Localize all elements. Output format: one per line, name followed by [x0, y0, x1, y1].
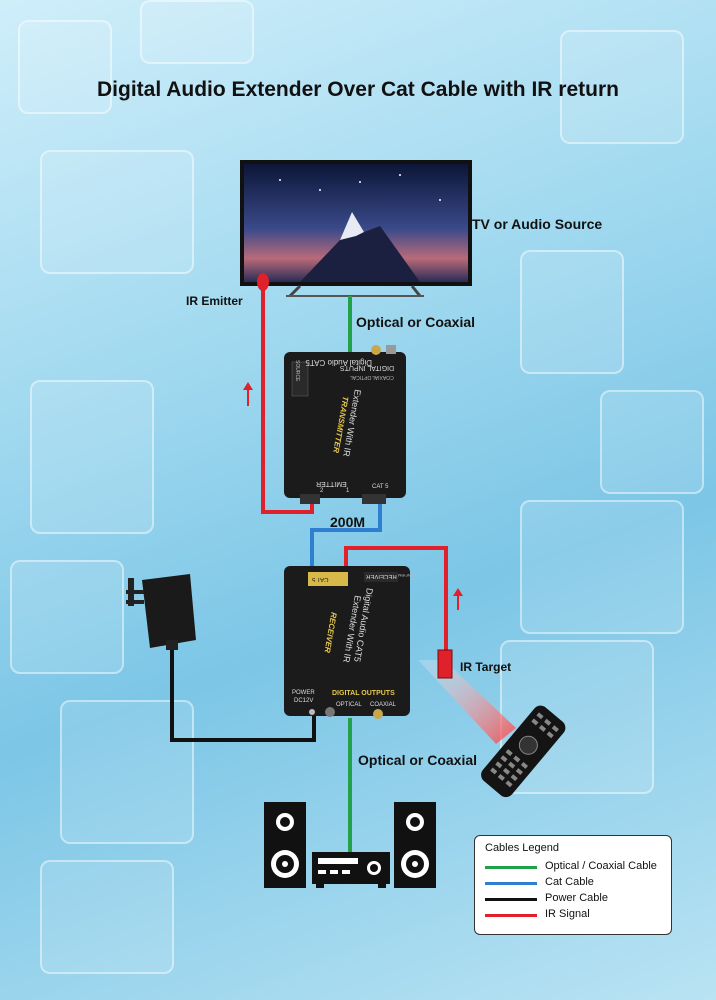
- legend-item-power: Power Cable: [485, 892, 665, 906]
- bg-tile: [500, 640, 654, 794]
- tx-port2-label: 2: [320, 488, 324, 494]
- ir-arrow-icon: [243, 382, 253, 406]
- rx-receiver-tag: RECEIVER: [366, 573, 397, 579]
- rx-cat5-label: CAT 5: [312, 576, 329, 582]
- ir-target-label: IR Target: [460, 660, 512, 674]
- bg-tile: [10, 560, 124, 674]
- tv-icon: [240, 160, 472, 298]
- page-title: Digital Audio Extender Over Cat Cable wi…: [97, 78, 619, 101]
- legend-item-ir: IR Signal: [485, 908, 665, 922]
- rx-coaxial-label: COAXIAL: [370, 702, 397, 708]
- ir-target-icon: [418, 649, 516, 744]
- legend-swatch: [485, 914, 537, 917]
- svg-text:Digital Audio CAT5: Digital Audio CAT5: [305, 358, 372, 367]
- legend-item-label: Optical / Coaxial Cable: [545, 860, 657, 872]
- bg-tile: [140, 0, 254, 64]
- speaker-icon: [394, 802, 436, 888]
- speaker-icon: [264, 802, 306, 888]
- transmitter-device: Digital Audio CAT5: [284, 345, 406, 504]
- ir-emitter-icon: [257, 273, 269, 291]
- tv-source-label: TV or Audio Source: [472, 216, 603, 232]
- rx-optical-label: OPTICAL: [336, 702, 362, 708]
- distance-label: 200M: [330, 514, 366, 530]
- rx-outputs-label: DIGITAL OUTPUTS: [332, 690, 395, 697]
- tx-emitter-label: EMITTER: [316, 480, 347, 487]
- bg-tile: [600, 390, 704, 494]
- receiver-device: [284, 566, 410, 719]
- ir-emitter-label: IR Emitter: [186, 294, 243, 308]
- tx-coaxial-label: COAXIAL: [372, 374, 394, 380]
- legend-item-cat: Cat Cable: [485, 876, 665, 890]
- legend-item-label: Cat Cable: [545, 876, 594, 888]
- bg-tile: [30, 380, 154, 534]
- legend-item-label: Power Cable: [545, 892, 608, 904]
- optical-top-label: Optical or Coaxial: [356, 314, 476, 330]
- tx-optical-label: OPTICAL: [350, 374, 372, 380]
- bg-tile: [520, 500, 684, 634]
- bg-tile: [40, 860, 174, 974]
- bg-tile: [560, 30, 684, 144]
- tx-inputs-label: DIGITAL INPUTS: [340, 364, 395, 371]
- tx-cat5-label: CAT 5: [372, 484, 389, 490]
- legend-title: Cables Legend: [485, 842, 560, 854]
- rx-power-label: POWER: [292, 690, 315, 696]
- legend-swatch: [485, 898, 537, 901]
- tx-product-text: Digital Audio CAT5: [305, 358, 372, 367]
- amplifier-icon: [312, 852, 390, 888]
- bg-tile: [40, 150, 194, 274]
- tx-source-label: SOURCE: [294, 360, 300, 382]
- ir-arrow-icon: [453, 588, 463, 610]
- rx-confirm-label: CONFIRM: [398, 573, 417, 578]
- optical-bottom-label: Optical or Coaxial: [358, 752, 478, 768]
- cat-cable: [310, 494, 382, 570]
- ir-return-cable: [344, 546, 448, 650]
- legend-swatch: [485, 866, 537, 869]
- legend-swatch: [485, 882, 537, 885]
- cables-legend: Cables Legend Optical / Coaxial Cable Ca…: [474, 835, 672, 935]
- bg-tile: [18, 20, 112, 114]
- legend-item-optical: Optical / Coaxial Cable: [485, 860, 665, 874]
- bg-tile: [520, 250, 624, 374]
- rx-dc-label: DC12V: [294, 698, 314, 704]
- legend-item-label: IR Signal: [545, 908, 590, 920]
- remote-control-icon: [481, 705, 566, 798]
- tx-port1-label: 1: [346, 488, 350, 494]
- power-adapter-icon: [126, 574, 196, 650]
